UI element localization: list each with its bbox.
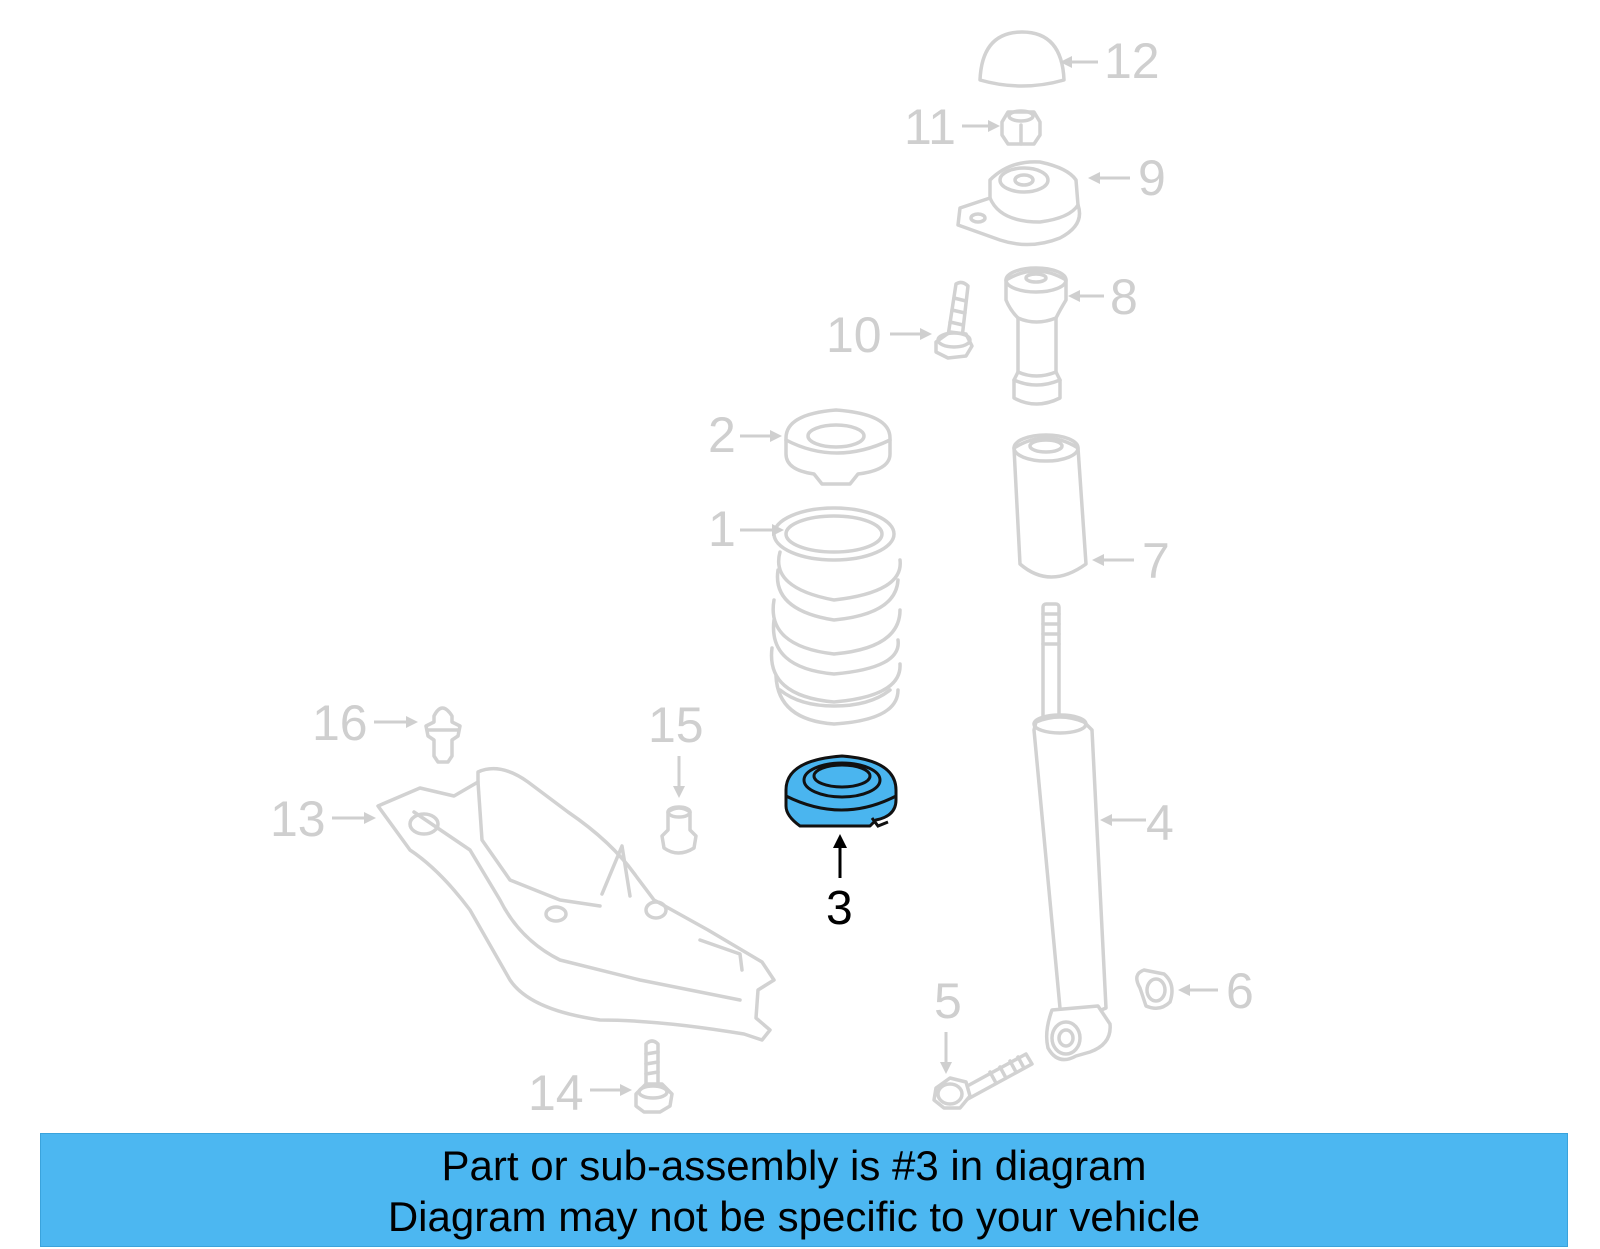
part-8-bump-stop xyxy=(1004,266,1068,406)
part-13-control-arm xyxy=(376,766,776,1042)
svg-text:5: 5 xyxy=(934,973,962,1029)
part-11-nut xyxy=(1000,109,1042,146)
part-6-nut xyxy=(1135,968,1174,1010)
part-16-clip xyxy=(424,706,462,764)
part-2-upper-seat xyxy=(784,408,892,486)
svg-text:9: 9 xyxy=(1138,150,1166,206)
callout-16: 16 xyxy=(312,695,418,751)
callout-5: 5 xyxy=(934,973,962,1074)
svg-text:15: 15 xyxy=(648,697,704,753)
callout-13: 13 xyxy=(270,791,376,847)
part-1-coil-spring xyxy=(769,506,902,726)
svg-text:11: 11 xyxy=(904,99,956,155)
callout-2: 2 xyxy=(708,407,782,463)
callout-10: 10 xyxy=(826,307,932,363)
svg-text:1: 1 xyxy=(708,501,736,557)
callout-3: 3 xyxy=(826,834,853,935)
svg-text:13: 13 xyxy=(270,791,326,847)
svg-text:4: 4 xyxy=(1146,795,1174,851)
part-3-lower-spring-seat[interactable] xyxy=(784,754,898,828)
callout-4: 4 xyxy=(1100,795,1174,851)
info-banner: Part or sub-assembly is #3 in diagram Di… xyxy=(40,1133,1568,1247)
part-12-cap xyxy=(978,30,1066,88)
part-9-mount xyxy=(956,160,1082,247)
callout-6: 6 xyxy=(1178,963,1254,1019)
callout-14: 14 xyxy=(528,1065,632,1121)
banner-line-part-number: Part or sub-assembly is #3 in diagram xyxy=(441,1142,1147,1189)
svg-text:12: 12 xyxy=(1104,33,1160,89)
svg-text:2: 2 xyxy=(708,407,736,463)
callout-1: 1 xyxy=(708,501,784,557)
svg-text:6: 6 xyxy=(1226,963,1254,1019)
callout-15: 15 xyxy=(648,697,704,798)
part-4-shock-absorber xyxy=(1032,602,1112,1062)
callout-12: 12 xyxy=(1060,33,1160,89)
part-14-bolt xyxy=(634,1039,674,1114)
svg-text:14: 14 xyxy=(528,1065,584,1121)
part-7-dust-boot xyxy=(1012,433,1088,579)
svg-text:7: 7 xyxy=(1142,533,1170,589)
callout-9: 9 xyxy=(1088,150,1166,206)
svg-text:8: 8 xyxy=(1110,269,1138,325)
svg-text:16: 16 xyxy=(312,695,368,751)
svg-text:10: 10 xyxy=(826,307,882,363)
part-10-bolt xyxy=(934,280,974,360)
part-15-bushing xyxy=(660,805,698,855)
callout-11: 11 xyxy=(904,99,1000,155)
svg-text:3: 3 xyxy=(826,882,853,935)
callout-8: 8 xyxy=(1068,269,1138,325)
part-5-bolt xyxy=(932,1052,1034,1110)
banner-line-disclaimer: Diagram may not be specific to your vehi… xyxy=(387,1193,1201,1240)
callout-7: 7 xyxy=(1092,533,1170,589)
